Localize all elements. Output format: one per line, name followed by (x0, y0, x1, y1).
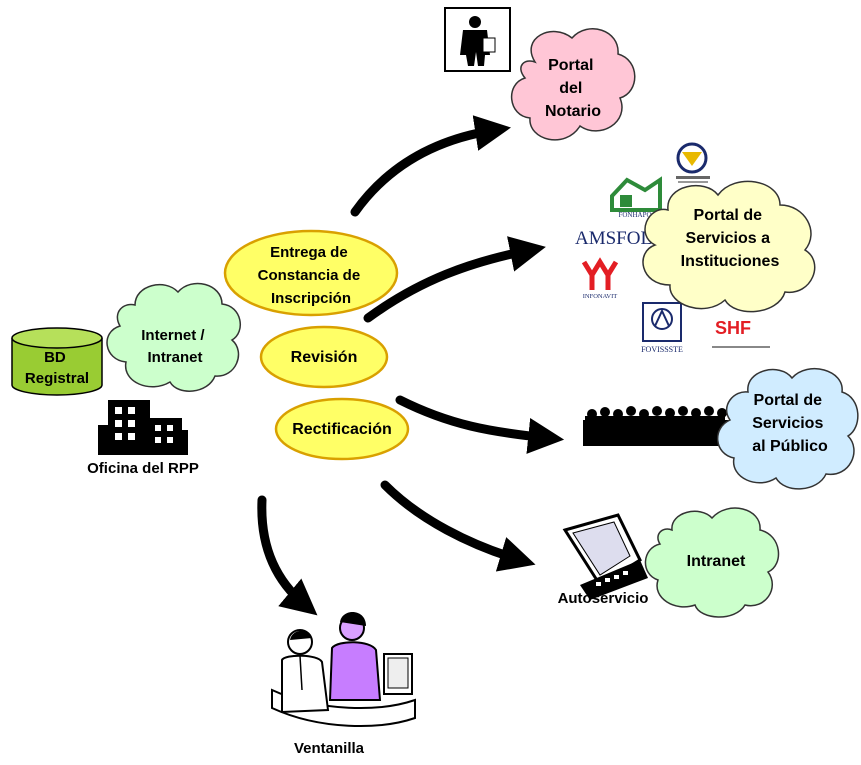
svg-text:Portal del Notario: Portal del Notario (545, 57, 601, 120)
infonavit-logo: INFONAVIT (581, 257, 619, 300)
cloud-portal-instituciones: Portal de Servicios a Instituciones (642, 180, 816, 313)
cloud-portal-notario: Portal del Notario (510, 28, 636, 141)
database-icon: BD Registral (11, 327, 103, 396)
svg-text:BD Registral: BD Registral (25, 349, 89, 387)
intranet-label: Intranet (687, 553, 746, 570)
fonhapo-text: FONHAPO (618, 211, 651, 219)
entrega-line-3: Inscripción (271, 290, 351, 307)
network-line-2: Intranet (147, 349, 202, 366)
building-icon (98, 400, 188, 455)
infonavit-text: INFONAVIT (583, 293, 618, 300)
arrow-to-ventanilla (257, 495, 318, 616)
rectificacion-label: Rectificación (292, 421, 392, 438)
notario-line-3: Notario (545, 103, 601, 120)
publico-line-2: Servicios (752, 415, 823, 432)
instituciones-line-2: Servicios a (686, 230, 771, 247)
flow-arrows (257, 115, 565, 616)
process-rectificacion: Rectificación (274, 397, 410, 461)
svg-text:Portal de Servicios a: Portal de Servicios a Instituciones (681, 207, 780, 270)
fonhapo-logo: FONHAPO (610, 176, 662, 219)
seal-logo (676, 142, 710, 183)
cloud-portal-publico: Portal de Servicios al Público (716, 368, 859, 490)
autoservicio-label: Autoservicio (558, 590, 649, 607)
arrow-to-instituciones (363, 236, 546, 323)
entrega-line-2: Constancia de (258, 267, 361, 284)
publico-line-1: Portal de (754, 392, 823, 409)
kiosk-icon (562, 513, 648, 600)
svg-text:Entrega de Constancia de: Entrega de Constancia de Inscripción (258, 244, 365, 307)
ventanilla-icon (271, 611, 416, 727)
notario-line-1: Portal (548, 57, 593, 74)
instituciones-line-1: Portal de (694, 207, 763, 224)
network-line-1: Internet / (141, 327, 205, 344)
entrega-line-1: Entrega de (270, 244, 348, 261)
arrow-to-publico (395, 395, 565, 454)
notary-icon (444, 7, 511, 72)
shf-logo: SHF (712, 318, 770, 348)
shf-text: SHF (715, 318, 751, 338)
arrow-to-notario (350, 115, 512, 217)
fovissste-logo: FOVISSSTE (641, 302, 683, 354)
svg-text:Portal de Servicios: Portal de Servicios al Público (752, 392, 828, 455)
cloud-internet-intranet: Internet / Intranet (106, 282, 242, 392)
process-entrega: Entrega de Constancia de Inscripción (223, 229, 399, 317)
fovissste-text: FOVISSSTE (641, 345, 683, 354)
amsfol-logo: AMSFOL (575, 228, 652, 249)
db-line-2: Registral (25, 370, 89, 387)
cloud-intranet: Intranet (644, 507, 780, 618)
svg-text:Internet / Intranet: Internet / Intranet (141, 327, 209, 366)
revision-label: Revisión (291, 349, 358, 366)
publico-line-3: al Público (752, 438, 828, 455)
ventanilla-label: Ventanilla (294, 740, 365, 757)
db-line-1: BD (44, 349, 66, 366)
office-label: Oficina del RPP (87, 460, 199, 477)
crowd-icon (583, 406, 731, 446)
arrow-to-autoservicio (380, 480, 536, 572)
institution-logos: FONHAPO AMSFOL INFONAVIT FOVISSSTE SHF (575, 142, 770, 354)
instituciones-line-3: Instituciones (681, 253, 780, 270)
process-revision: Revisión (259, 325, 389, 389)
notario-line-2: del (559, 80, 582, 97)
